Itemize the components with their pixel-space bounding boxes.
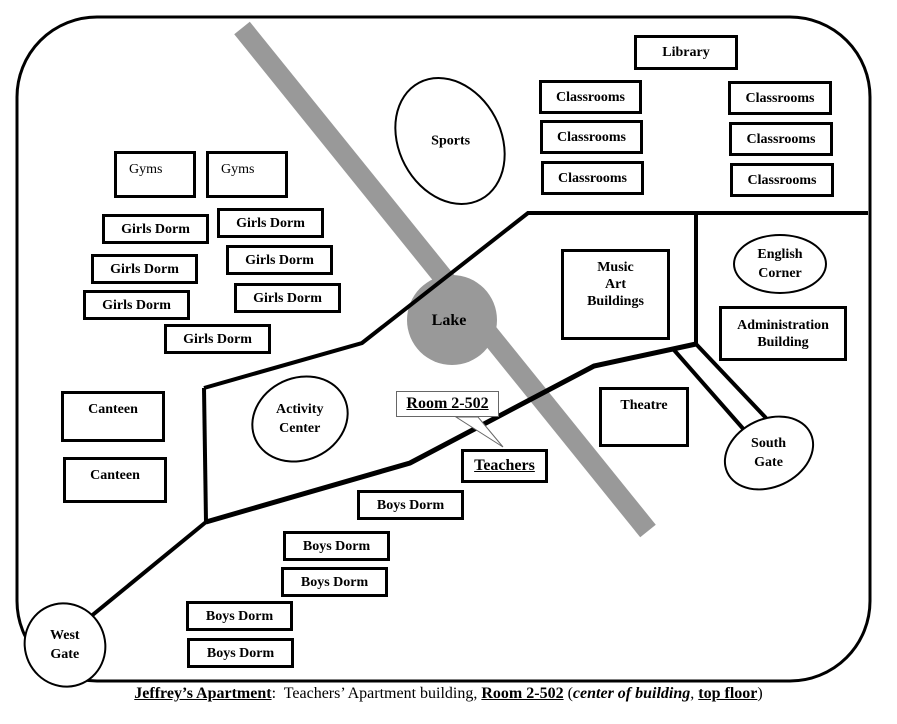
gym-2[interactable]: Gyms: [206, 151, 288, 198]
classrooms-left-1[interactable]: Classrooms: [539, 80, 642, 114]
caption-floor: top floor: [698, 685, 758, 702]
road-south-gate-b: [694, 342, 768, 420]
girls-dorm-4[interactable]: Girls Dorm: [226, 245, 333, 275]
classrooms-right-3[interactable]: Classrooms: [730, 163, 834, 197]
road-west-gate: [82, 520, 208, 624]
classrooms-left-2[interactable]: Classrooms: [540, 120, 643, 154]
caption-location: center of building: [572, 685, 691, 702]
caption-comma: ,: [690, 685, 699, 702]
library[interactable]: Library: [634, 35, 738, 70]
boys-dorm-4[interactable]: Boys Dorm: [186, 601, 293, 631]
boys-dorm-3[interactable]: Boys Dorm: [281, 567, 388, 597]
caption-apartment-label: Jeffrey’s Apartment: [134, 685, 272, 702]
caption-close-paren: ): [757, 685, 763, 702]
caption-building-text: : Teachers’ Apartment building,: [271, 685, 482, 702]
road-south: [205, 341, 697, 525]
canteen-2[interactable]: Canteen: [63, 457, 167, 503]
caption: Jeffrey’s Apartment: Teachers’ Apartment…: [0, 684, 897, 704]
gym-1[interactable]: Gyms: [114, 151, 196, 198]
girls-dorm-6[interactable]: Girls Dorm: [234, 283, 341, 313]
girls-dorm-7[interactable]: Girls Dorm: [164, 324, 271, 354]
teachers-apartment[interactable]: Teachers: [461, 449, 548, 483]
caption-open-paren: (: [563, 685, 573, 702]
callout-pointer: [454, 416, 504, 448]
music-art-buildings[interactable]: Music Art Buildings: [561, 249, 670, 340]
girls-dorm-3[interactable]: Girls Dorm: [91, 254, 198, 284]
classrooms-left-3[interactable]: Classrooms: [541, 161, 644, 195]
boys-dorm-2[interactable]: Boys Dorm: [283, 531, 390, 561]
girls-dorm-2[interactable]: Girls Dorm: [217, 208, 324, 238]
canteen-1[interactable]: Canteen: [61, 391, 165, 442]
road-south-gate-a: [672, 348, 748, 434]
girls-dorm-1[interactable]: Girls Dorm: [102, 214, 209, 244]
lake-label: Lake: [431, 312, 467, 329]
administration-building[interactable]: Administration Building: [719, 306, 847, 361]
boys-dorm-1[interactable]: Boys Dorm: [357, 490, 464, 520]
sports-label: Sports: [430, 133, 470, 149]
road-west-vertical: [202, 387, 208, 523]
classrooms-right-2[interactable]: Classrooms: [729, 122, 833, 156]
classrooms-right-1[interactable]: Classrooms: [728, 81, 832, 115]
caption-room: Room 2-502: [481, 685, 564, 702]
theatre[interactable]: Theatre: [599, 387, 689, 447]
girls-dorm-5[interactable]: Girls Dorm: [83, 290, 190, 320]
room-callout: Room 2-502: [396, 391, 499, 417]
boys-dorm-5[interactable]: Boys Dorm: [187, 638, 294, 668]
lake: [407, 275, 497, 365]
